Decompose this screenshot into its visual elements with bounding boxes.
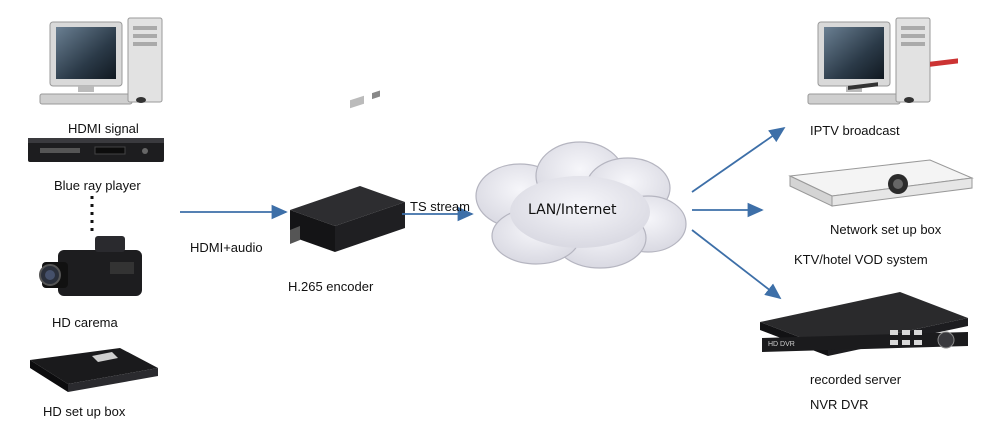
ktv-vod-label: KTV/hotel VOD system <box>794 252 928 267</box>
nvr-dvr-label: NVR DVR <box>810 397 869 412</box>
nvr-dvr-icon <box>760 292 968 356</box>
arrow-to-nvr <box>691 229 782 300</box>
network-set-top-box-icon <box>788 58 974 207</box>
hd-camera-label: HD carema <box>52 315 118 330</box>
hdmi-signal-label: HDMI signal <box>68 121 139 136</box>
hdmi-audio-label: HDMI+audio <box>190 240 263 255</box>
cloud-icon <box>475 141 687 269</box>
h265-encoder-icon <box>290 90 405 252</box>
lan-internet-label: LAN/Internet <box>528 202 617 218</box>
hd-camera-icon <box>39 236 142 296</box>
network-set-up-box-label: Network set up box <box>830 222 942 237</box>
ts-stream-label: TS stream <box>410 199 470 214</box>
encoder-label: H.265 encoder <box>288 279 374 294</box>
arrow-to-iptv <box>691 126 786 193</box>
iptv-broadcast-label: IPTV broadcast <box>810 123 900 138</box>
hd-set-up-box-label: HD set up box <box>43 404 126 419</box>
blu-ray-player-icon <box>28 138 164 162</box>
dvr-panel-text: HD DVR <box>768 341 795 348</box>
hd-set-top-box-icon <box>30 348 158 392</box>
iptv-computer-icon <box>807 17 931 105</box>
blue-ray-player-label: Blue ray player <box>54 178 141 193</box>
recorded-server-label: recorded server <box>810 372 902 387</box>
desktop-computer-icon <box>39 17 163 105</box>
